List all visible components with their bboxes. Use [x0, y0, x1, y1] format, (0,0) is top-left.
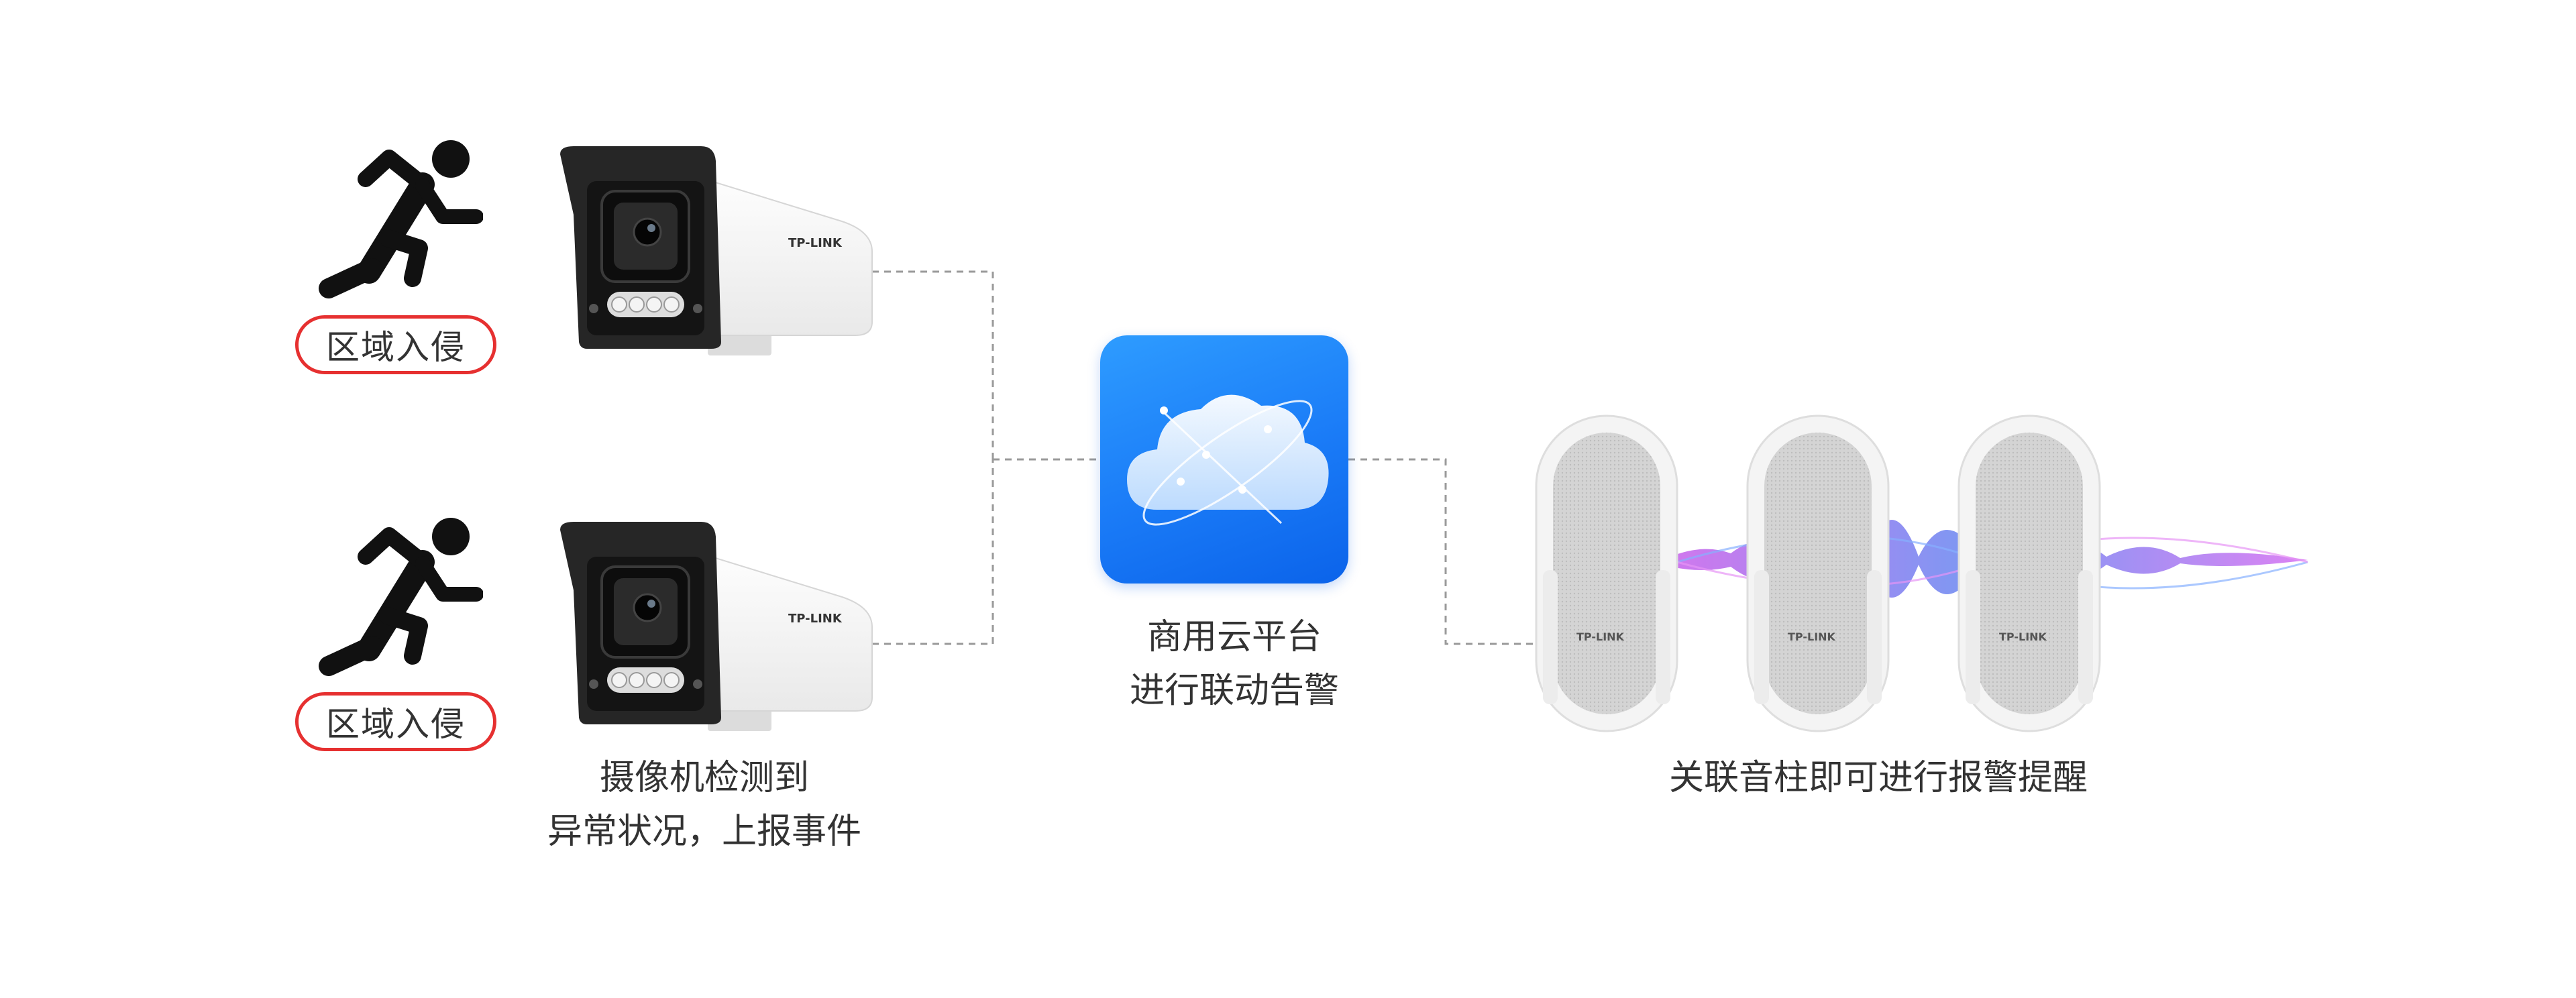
- camera-brand-label: TP-LINK: [788, 236, 843, 250]
- cloud-platform-tile: [1100, 335, 1348, 584]
- intrusion-label: 区域入侵: [326, 328, 466, 367]
- connector-cloud-to-speakers: [1348, 458, 1533, 645]
- speaker-icon: TP-LINK: [1746, 414, 1890, 732]
- cloud-caption-line-2: 进行联动告警: [1129, 671, 1339, 711]
- camera-caption-line-2: 异常状况，上报事件: [547, 812, 861, 852]
- connector-camera-1: [872, 270, 994, 459]
- cloud-caption-line-1: 商用云平台: [1146, 617, 1322, 657]
- intrusion-label: 区域入侵: [326, 705, 466, 744]
- intrusion-badge: 区域入侵: [295, 315, 496, 374]
- speaker-caption: 关联音柱即可进行报警提醒: [1476, 751, 2281, 805]
- speaker-group: TP-LINK TP-LINK TP-LINK: [1535, 414, 2308, 732]
- bullet-camera-icon: TP-LINK: [560, 522, 873, 731]
- bullet-camera-icon: TP-LINK: [560, 146, 873, 355]
- cloud-caption: 商用云平台 进行联动告警: [1006, 610, 1462, 718]
- speaker-brand-label: TP-LINK: [1788, 630, 1836, 643]
- cloud-icon: [1127, 394, 1329, 526]
- speaker-brand-label: TP-LINK: [1576, 630, 1625, 643]
- speaker-caption-line: 关联音柱即可进行报警提醒: [1668, 758, 2088, 798]
- camera-caption: 摄像机检测到 异常状况，上报事件: [470, 751, 939, 858]
- speaker-icon: TP-LINK: [1535, 414, 1678, 732]
- camera-brand-label: TP-LINK: [788, 612, 843, 626]
- running-person-icon: [319, 140, 483, 298]
- speaker-icon: TP-LINK: [1957, 414, 2101, 732]
- connector-camera-2: [872, 459, 994, 645]
- running-person-icon: [319, 518, 483, 676]
- camera-caption-line-1: 摄像机检测到: [599, 758, 809, 798]
- intrusion-badge: 区域入侵: [295, 692, 496, 751]
- speaker-brand-label: TP-LINK: [1999, 630, 2047, 643]
